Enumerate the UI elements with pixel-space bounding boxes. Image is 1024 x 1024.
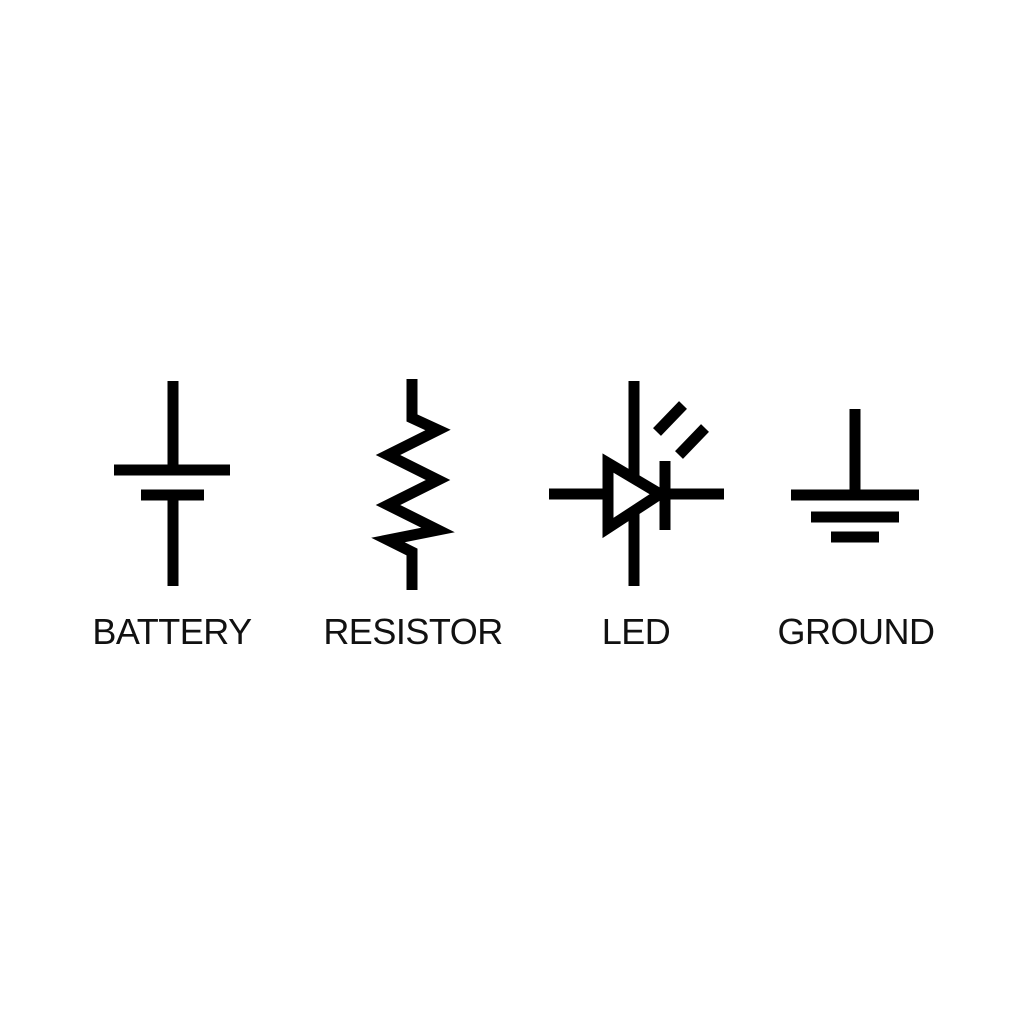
ground-symbol-icon [791, 409, 919, 543]
battery-symbol-icon [114, 381, 230, 586]
led-diode-triangle [602, 453, 671, 539]
resistor-zigzag [371, 379, 455, 590]
battery-label: BATTERY [92, 611, 252, 652]
resistor-label: RESISTOR [323, 611, 503, 652]
ground-label: GROUND [777, 611, 936, 652]
led-symbol-icon [549, 381, 724, 586]
led-arrow-2-shaft [675, 424, 709, 459]
led-arrow-1-shaft [653, 401, 687, 436]
led-label: LED [601, 611, 671, 652]
resistor-symbol-icon [371, 379, 455, 590]
